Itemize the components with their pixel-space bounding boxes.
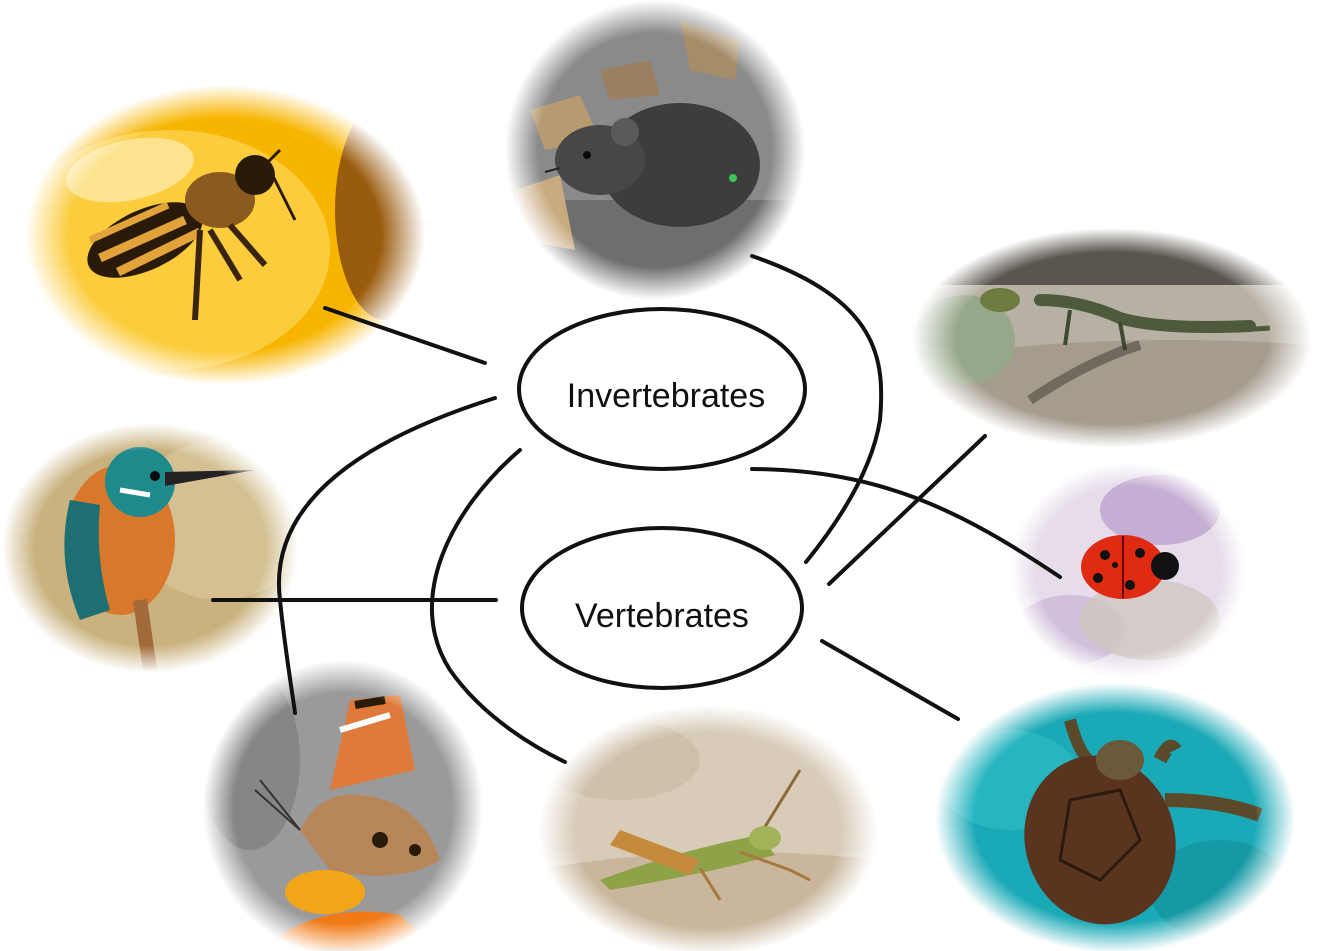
bee-photo (10, 80, 435, 390)
ladybug-photo (1010, 462, 1246, 678)
node-vertebrates-label: Vertebrates (575, 597, 749, 635)
turtle-photo (935, 683, 1295, 951)
mouse-photo (500, 0, 810, 300)
butterfly-photo (200, 660, 490, 951)
kingfisher-photo (0, 420, 310, 675)
node-invertebrates: Invertebrates (519, 309, 805, 469)
connector-lizard-vertebrates (829, 436, 985, 584)
lizard-photo (910, 225, 1315, 450)
node-invertebrates-label: Invertebrates (567, 377, 765, 415)
node-vertebrates: Vertebrates (522, 528, 802, 688)
grasshopper-photo (535, 705, 880, 951)
